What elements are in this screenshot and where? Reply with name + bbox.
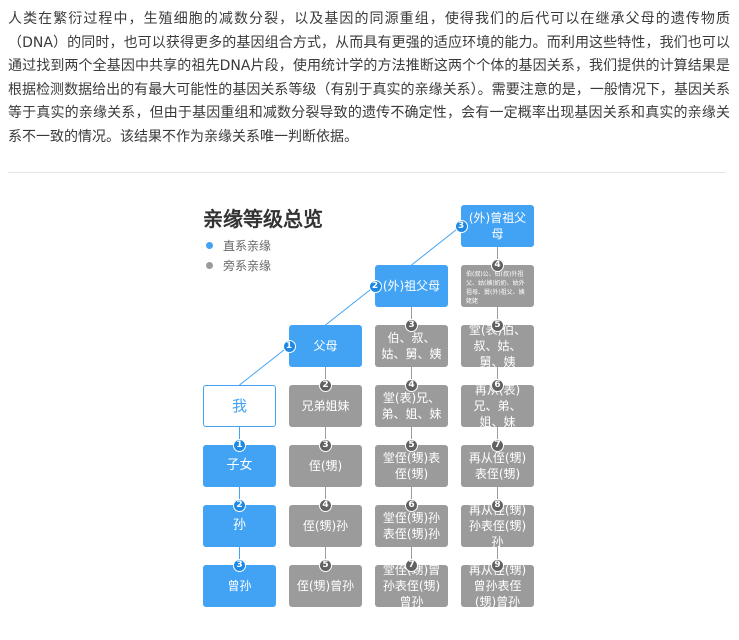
degree-badge: 2 — [368, 279, 382, 293]
degree-badge: 2 — [233, 498, 246, 512]
node-cousins: 堂(表)兄、弟、姐、妹 — [375, 385, 448, 427]
legend-dot-direct — [206, 242, 213, 249]
legend-label-collateral: 旁系亲缘 — [223, 259, 272, 273]
node-nephew-niece: 侄(甥) — [289, 445, 362, 487]
node-parents: 父母 — [289, 325, 362, 367]
node-cousin-children: 堂侄(甥)表侄(甥) — [375, 445, 448, 487]
connector-line — [239, 345, 290, 386]
degree-badge: 3 — [405, 318, 418, 332]
legend-item-collateral: 旁系亲缘 — [206, 257, 271, 274]
node-great-grand-nephew-niece: 侄(甥)曾孙 — [289, 565, 362, 607]
node-great-grandparents: (外)曾祖父母 — [461, 205, 534, 247]
intro-paragraph: 人类在繁衍过程中，生殖细胞的减数分裂，以及基因的同源重组，使得我们的后代可以在继… — [8, 11, 730, 145]
degree-badge: 8 — [491, 498, 504, 512]
node-second-cousins: 再从(表)兄、弟、姐、妹 — [461, 385, 534, 427]
degree-badge: 4 — [319, 498, 332, 512]
degree-badge: 1 — [233, 438, 246, 452]
degree-badge: 9 — [491, 558, 504, 572]
node-grandparents: (外)祖父母 — [375, 265, 448, 307]
degree-badge: 5 — [319, 558, 332, 572]
node-cousin-great-grandchildren: 堂侄(甥)曾孙表侄(甥)曾孙 — [375, 565, 448, 607]
node-grand-uncles-aunts: 伯(叔)公、伯(叔)外祖父、姑(姨)奶奶、姑外祖母、舅(外)祖父、姨姥姥 — [461, 265, 534, 307]
degree-badge: 4 — [405, 378, 418, 392]
legend-item-direct: 直系亲缘 — [206, 237, 271, 254]
legend-label-direct: 直系亲缘 — [223, 239, 272, 253]
degree-badge: 3 — [233, 558, 246, 572]
node-grand-nephew-niece: 侄(甥)孙 — [289, 505, 362, 547]
degree-badge: 1 — [282, 339, 296, 353]
degree-badge: 2 — [319, 378, 332, 392]
node-second-cousin-children: 再从侄(甥)表侄(甥) — [461, 445, 534, 487]
degree-badge: 6 — [405, 498, 418, 512]
node-children: 子女 — [203, 445, 276, 487]
node-second-cousin-great-grandchildren: 再从侄(甥)曾孙表侄(甥)曾孙 — [461, 565, 534, 607]
node-great-grandchildren: 曾孙 — [203, 565, 276, 607]
node-siblings: 兄弟姐妹 — [289, 385, 362, 427]
node-parents-cousins: 堂(表)伯、叔、姑、舅、姨 — [461, 325, 534, 367]
degree-badge: 6 — [491, 378, 504, 392]
section-divider — [8, 172, 726, 173]
connector-line — [411, 225, 462, 266]
degree-badge: 7 — [491, 438, 504, 452]
degree-badge: 7 — [405, 558, 418, 572]
degree-badge: 3 — [319, 438, 332, 452]
diagram-title: 亲缘等级总览 — [203, 207, 323, 231]
node-uncles-aunts: 伯、叔、姑、舅、姨 — [375, 325, 448, 367]
node-cousin-grandchildren: 堂侄(甥)孙表侄(甥)孙 — [375, 505, 448, 547]
degree-badge: 3 — [454, 219, 468, 233]
degree-badge: 4 — [491, 258, 504, 272]
node-second-cousin-grandchildren: 再从侄(甥)孙表侄(甥)孙 — [461, 505, 534, 547]
degree-badge: 5 — [491, 318, 504, 332]
node-grandchildren: 孙 — [203, 505, 276, 547]
legend-dot-collateral — [206, 262, 213, 269]
connector-line — [325, 285, 376, 326]
node-self: 我 — [203, 385, 276, 427]
degree-badge: 5 — [405, 438, 418, 452]
